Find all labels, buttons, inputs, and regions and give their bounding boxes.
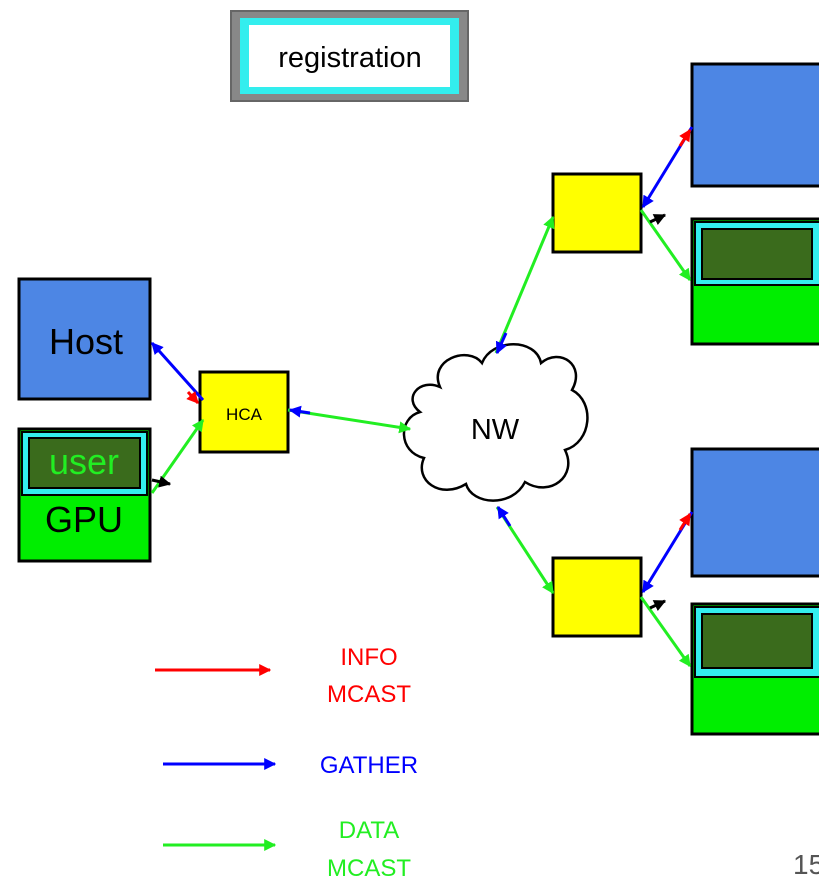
- registration-label: registration: [278, 42, 421, 74]
- hca-block: HCA: [198, 370, 290, 454]
- black-arrow-top-gpu: [649, 213, 667, 226]
- gpu-label: GPU: [45, 499, 123, 540]
- info-arrow-bottom-host: [678, 512, 692, 531]
- registration-box: registration: [230, 10, 469, 102]
- gather-arrow-nw-hca: [288, 405, 311, 418]
- info-arrow-top-host: [678, 128, 692, 147]
- legend-gather-label: GATHER: [320, 752, 418, 779]
- legend-info-label-2: MCAST: [327, 681, 411, 708]
- black-arrow-gpu: [151, 475, 172, 488]
- data-arrow-nw-top-switch: [494, 215, 555, 354]
- legend-data-label-2: MCAST: [327, 855, 411, 882]
- network-cloud: NW: [402, 343, 589, 502]
- host-block: Host: [17, 277, 152, 401]
- gather-arrow-host-hca: [150, 341, 205, 402]
- host-label: Host: [49, 321, 123, 362]
- gather-arrow-top-switch-nw: [495, 332, 508, 355]
- legend-info-label-1: INFO: [340, 644, 397, 671]
- legend: INFO MCAST GATHER DATA MCAST: [155, 644, 418, 882]
- black-arrow-bottom-gpu: [649, 599, 667, 612]
- bottom-right-node: [551, 447, 819, 736]
- hca-label: HCA: [226, 405, 263, 424]
- top-right-node: [551, 62, 819, 346]
- legend-data-label-1: DATA: [339, 817, 399, 844]
- data-arrow-bottom-switch-gpu: [639, 596, 692, 667]
- gather-arrow-bottom-switch-nw: [496, 505, 512, 527]
- info-arrow-host: [186, 390, 200, 405]
- user-buffer-label: user: [49, 441, 119, 482]
- data-arrow-top-switch-gpu: [639, 209, 692, 281]
- gpu-block: GPU user: [17, 427, 152, 563]
- network-label: NW: [471, 414, 520, 446]
- page-number: 15: [793, 849, 819, 880]
